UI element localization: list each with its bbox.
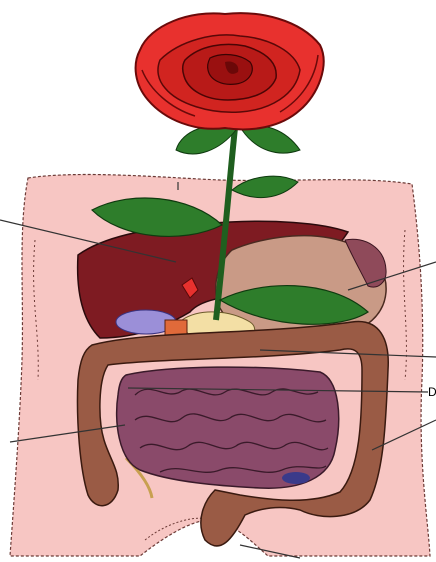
right-edge-partial-label: D [428,385,436,399]
small-intestine [117,367,339,488]
rectum-blue [282,472,310,484]
rose-icon [136,13,324,129]
rose-leaf-top-left [176,126,236,154]
